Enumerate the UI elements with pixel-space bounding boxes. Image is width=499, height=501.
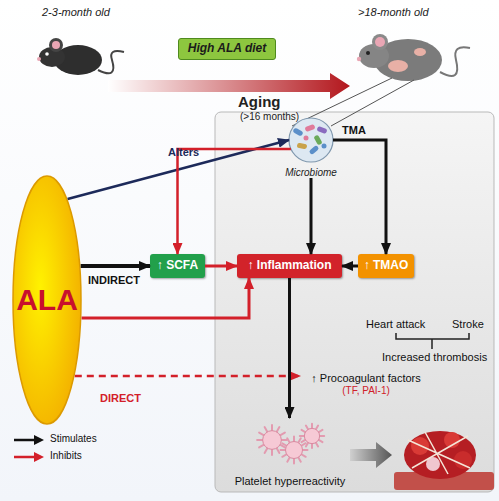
connector-arrow [178,149,291,254]
node-text: ↑ Inflammation [247,259,331,273]
aging-arrow [108,73,350,99]
node-text: ↑ TMAO [364,259,409,273]
bacterium [297,143,308,150]
mouse-eye [45,52,49,56]
legend-text: Stimulates [50,433,97,445]
annotation-label: 2-3-month old [42,6,110,19]
bacterium [292,127,303,136]
edge-label: Alters [168,146,199,159]
node-text: ↑ Procoagulant factors [311,372,420,385]
platelet-illustration [228,418,352,470]
ala-ellipse: ALA [12,175,82,425]
scfa-box: ↑ SCFA [150,254,205,278]
annotation-label: >18-month old [358,6,429,19]
platelet-body [263,431,282,450]
annotation-label: (>16 months) [240,111,299,123]
connector-arrow [310,178,313,254]
connector-arrow [75,375,300,378]
stimulates-head [34,435,44,445]
edge-label: TMA [342,124,366,137]
node-text: ↑ SCFA [157,259,198,273]
inflammation-box: ↑ Inflammation [237,254,342,278]
mouse-nose [357,57,361,61]
node-text: ALA [16,283,78,318]
old-mouse [357,34,470,81]
stimulates-sample [14,439,36,442]
bracket [396,333,469,349]
annotation-label: Aging [238,93,281,110]
microbiome-circle-shape [289,118,333,162]
diet-box: High ALA diet [178,38,276,60]
bacterium [313,134,322,145]
mouse-ear [49,38,63,52]
procoagulant-text: ↑ Procoagulant factors(TF, PAI-1) [300,368,432,400]
bacterium [304,124,315,132]
node-text: (TF, PAI-1) [342,385,390,397]
bacterium [316,126,327,134]
red-cell [454,451,472,469]
annotation-label: Stroke [452,318,484,331]
inhibits-head [34,452,44,462]
ellipse-shape [13,176,81,424]
platelet-group: Platelet hyperreactivity [228,418,352,492]
legend-samples [14,435,44,462]
mouse-ear [372,34,388,50]
fibrin [408,432,470,474]
node-text: Platelet hyperreactivity [235,475,346,488]
young-mouse [37,38,124,75]
mouse-tail [440,47,470,76]
bald-patch [414,48,426,56]
annotation-label: Increased thrombosis [382,351,487,364]
connector-arrow [333,140,386,254]
node-text: Microbiome [285,167,337,179]
mouse-ear-inner [52,41,60,49]
node-text: High ALA diet [188,42,266,56]
connector-arrow [68,140,289,199]
tmao-box: ↑ TMAO [358,254,414,278]
bacterium [304,136,309,141]
bald-patch [388,60,408,72]
mouse-tail [98,51,124,73]
connector-arrow [342,265,358,268]
microbiome-illustration [284,116,338,164]
progression-arrow [350,442,392,468]
connector-arrow [205,265,237,268]
mouse-nose [37,57,41,61]
legend-text: Inhibits [50,450,82,462]
microbiome-circle: Microbiome [284,116,338,178]
platelet-body [304,428,319,443]
bacterium [322,144,327,149]
platelet-body [286,442,303,459]
inhibits-sample [14,456,36,459]
platelet-spikes [300,424,324,448]
connector-arrow [81,264,150,268]
annotation-label: DIRECT [100,392,141,405]
annotation-label: Heart attack [366,318,425,331]
thrombus-illustration [394,431,494,490]
connector-arrow [288,278,291,418]
panel-background [215,112,494,492]
mouse-ear-inner [375,37,385,47]
mouse-eye [366,51,370,55]
annotation-label: INDIRECT [88,274,140,287]
clot-mass [404,431,476,479]
bacterium [309,145,320,155]
